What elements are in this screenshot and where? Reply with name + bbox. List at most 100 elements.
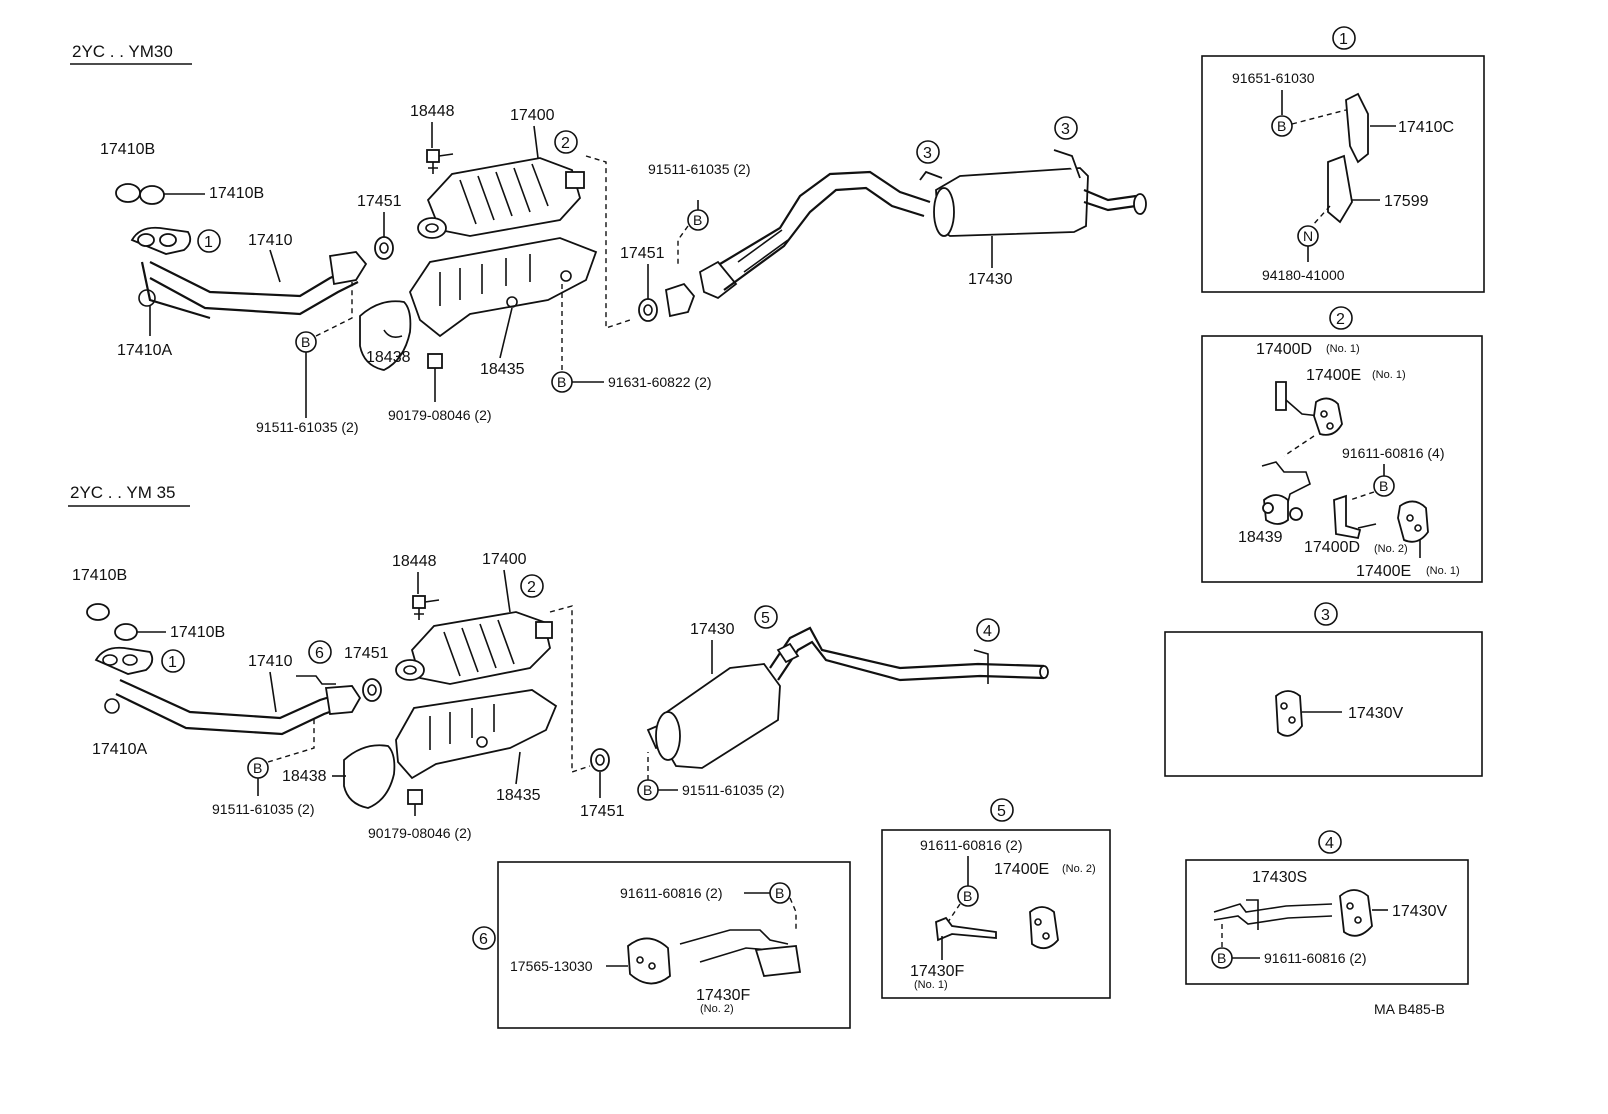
note-17400e-no2: (No. 1) — [1426, 565, 1460, 577]
section-ym35: 2YC . . YM 35 17410B 17410B 17410 1 6 17… — [68, 483, 1049, 841]
callout-3-ym30-a: 3 — [923, 145, 932, 162]
label-17451-left-ym30: 17451 — [357, 193, 402, 210]
symbol-n-detail1: N — [1303, 228, 1313, 244]
front-pipe-17410-ym35 — [94, 646, 362, 736]
label-91611-detail6: 91611-60816 (2) — [620, 885, 722, 901]
muffler-17430-ym35 — [646, 626, 1049, 769]
label-18438-ym30: 18438 — [366, 349, 411, 366]
symbol-b-detail2: B — [1379, 478, 1388, 494]
label-18439: 18439 — [1238, 529, 1283, 546]
catalytic-converter-17400-ym30 — [417, 157, 585, 239]
note-17400e-detail5: (No. 2) — [1062, 863, 1096, 875]
label-17430-ym30: 17430 — [968, 271, 1013, 288]
label-18435-ym30: 18435 — [480, 361, 525, 378]
label-17410b-side: 17410B — [209, 185, 264, 202]
label-17410a-ym35: 17410A — [92, 741, 147, 758]
label-17430s: 17430S — [1252, 869, 1307, 886]
section-title-ym35: 2YC . . YM 35 — [70, 483, 176, 502]
label-17430-ym35: 17430 — [690, 621, 735, 638]
callout-1-ym30: 1 — [204, 234, 213, 251]
detail-5: 5 91611-60816 (2) B 17400E (No. 2) 17430… — [881, 798, 1111, 999]
callout-1-ym35: 1 — [168, 654, 177, 671]
symbol-b-detail6: B — [775, 885, 784, 901]
label-18435-ym35: 18435 — [496, 787, 541, 804]
label-17451-left-ym35: 17451 — [344, 645, 389, 662]
label-17430v-detail3: 17430V — [1348, 705, 1403, 722]
callout-4-ym35: 4 — [983, 623, 992, 640]
callout-5-ym35: 5 — [761, 610, 770, 627]
label-17400d-no1: 17400D — [1256, 341, 1312, 358]
label-91511-left-ym35: 91511-61035 (2) — [212, 801, 314, 817]
detail-2-number: 2 — [1336, 311, 1345, 328]
label-90179-ym35: 90179-08046 (2) — [368, 825, 472, 841]
label-17400-ym30: 17400 — [510, 107, 555, 124]
note-17430f-detail6: (No. 2) — [700, 1003, 734, 1015]
sensor-18448-ym30 — [426, 149, 454, 174]
symbol-b-detail5: B — [963, 888, 972, 904]
sensor-18448-ym35 — [412, 595, 440, 620]
catalytic-converter-17400-ym35 — [395, 611, 553, 685]
label-17430f-detail6: 17430F — [696, 987, 750, 1004]
label-91511-center-ym35: 91511-61035 (2) — [682, 782, 784, 798]
label-17410c: 17410C — [1398, 119, 1454, 136]
label-90179-ym30: 90179-08046 (2) — [388, 407, 492, 423]
callout-2-ym35: 2 — [527, 579, 536, 596]
detail-1: 1 91651-61030 B 17410C 17599 N 94180-410… — [1201, 26, 1485, 293]
symbol-b-91511-ym35: B — [253, 760, 262, 776]
label-18448-ym30: 18448 — [410, 103, 455, 120]
label-17410b-top: 17410B — [100, 141, 155, 158]
symbol-b-detail4: B — [1217, 950, 1226, 966]
label-17430v-detail4: 17430V — [1392, 903, 1447, 920]
symbol-b-91511-center-ym30: B — [693, 212, 702, 228]
symbol-b-91511-ym30: B — [301, 334, 310, 350]
symbol-b-91631: B — [557, 374, 566, 390]
callout-2-ym30: 2 — [561, 135, 570, 152]
label-94180: 94180-41000 — [1262, 267, 1345, 283]
detail-4-number: 4 — [1325, 835, 1334, 852]
note-17400e-no1: (No. 1) — [1372, 369, 1406, 381]
center-pipe-17430-ym30 — [664, 149, 1147, 318]
label-91511-center-ym30: 91511-61035 (2) — [648, 161, 750, 177]
detail-6: 6 91611-60816 (2) B 17430F (No. 2) 17565… — [472, 861, 851, 1029]
detail-6-number: 6 — [479, 931, 488, 948]
label-18448-ym35: 18448 — [392, 553, 437, 570]
label-17400-ym35: 17400 — [482, 551, 527, 568]
detail-5-number: 5 — [997, 803, 1006, 820]
section-ym30: 2YC . . YM30 17410B 17410B 17410 1 17410… — [70, 42, 1147, 435]
heat-insulator-18435-ym35 — [395, 689, 558, 780]
label-17451-right-ym30: 17451 — [620, 245, 665, 262]
label-91611-detail5: 91611-60816 (2) — [920, 837, 1022, 853]
label-17400e-detail5: 17400E — [994, 861, 1049, 878]
symbol-b-detail1: B — [1277, 118, 1286, 134]
label-17599: 17599 — [1384, 193, 1429, 210]
label-17400e-no1: 17400E — [1306, 367, 1361, 384]
detail-3-number: 3 — [1321, 607, 1330, 624]
gasket-17410b-pair — [115, 183, 205, 205]
note-17400d-no1: (No. 1) — [1326, 343, 1360, 355]
label-91511-left-ym30: 91511-61035 (2) — [256, 419, 358, 435]
label-17410-ym35: 17410 — [248, 653, 293, 670]
front-pipe-17410 — [130, 226, 368, 320]
section-title-ym30: 2YC . . YM30 — [72, 42, 173, 61]
label-91611-detail4: 91611-60816 (2) — [1264, 950, 1366, 966]
label-18438-ym35: 18438 — [282, 768, 327, 785]
label-17400d-no2: 17400D — [1304, 539, 1360, 556]
heat-insulator-18435-ym30 — [409, 237, 598, 338]
label-17410a: 17410A — [117, 342, 172, 359]
detail-4: 4 17430S 17430V B 91611-60816 (2) — [1185, 830, 1469, 985]
callout-6-ym35: 6 — [315, 645, 324, 662]
label-17451-right-ym35: 17451 — [580, 803, 625, 820]
detail-1-number: 1 — [1339, 31, 1348, 48]
label-91631: 91631-60822 (2) — [608, 374, 712, 390]
label-91611-detail2: 91611-60816 (4) — [1342, 445, 1444, 461]
label-17400e-no2: 17400E — [1356, 563, 1411, 580]
label-17565: 17565-13030 — [510, 958, 593, 974]
symbol-b-91511-center-ym35: B — [643, 782, 652, 798]
footer-code: MA B485-B — [1374, 1001, 1445, 1017]
label-17410b-top-ym35: 17410B — [72, 567, 127, 584]
detail-2: 2 17400D (No. 1) 17400E (No. 1) 91611-60… — [1201, 306, 1483, 583]
label-91651: 91651-61030 — [1232, 70, 1315, 86]
detail-3: 3 17430V — [1164, 602, 1483, 777]
label-17410b-side-ym35: 17410B — [170, 624, 225, 641]
